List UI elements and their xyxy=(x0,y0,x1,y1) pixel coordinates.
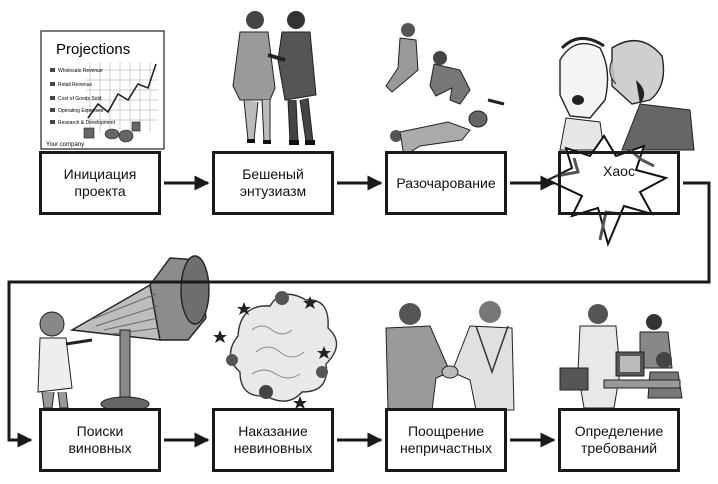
blame-search-illustration xyxy=(37,255,210,412)
step-label: Поощрение непричастных xyxy=(400,423,492,456)
document-title: Projections xyxy=(56,41,130,58)
step-box-project-initiation: Инициация проекта xyxy=(39,151,161,215)
office-workers-illustration xyxy=(559,304,683,409)
arrow-step4-to-step5 xyxy=(7,181,711,448)
step-label: Поиски виновных xyxy=(68,423,132,456)
step-box-define-requirements: Определение требований xyxy=(558,408,680,472)
disappointment-people-illustration xyxy=(385,23,505,157)
handshake-illustration xyxy=(385,301,515,411)
document-row-1: Wholesale Revenue xyxy=(58,68,103,74)
step-label: Инициация проекта xyxy=(63,166,137,199)
document-row-5: Research & Development xyxy=(58,120,116,126)
step-box-search-for-guilty: Поиски виновных xyxy=(39,408,161,472)
step-label: Наказание невиновных xyxy=(233,423,313,456)
projections-document-illustration: Projections Wholesale Revenue Retail Rev… xyxy=(40,30,165,150)
document-row-3: Cost of Goods Sold xyxy=(58,96,102,102)
step-box-reward-uninvolved: Поощрение непричастных xyxy=(385,408,507,472)
step-box-wild-enthusiasm: Бешеный энтузиазм xyxy=(212,151,334,215)
enthusiasm-men-illustration xyxy=(232,11,317,145)
step-label: Разочарование xyxy=(396,174,496,191)
step-label: Хаос xyxy=(603,162,635,179)
step-box-chaos: Хаос xyxy=(558,151,680,215)
step-label: Бешеный энтузиазм xyxy=(239,166,307,199)
document-footer: Your company xyxy=(46,142,84,148)
document-row-4: Operating Expenses xyxy=(58,108,104,114)
punishment-fight-illustration xyxy=(213,291,338,409)
document-row-2: Retail Revenue xyxy=(58,82,92,88)
step-label: Определение требований xyxy=(574,423,664,456)
step-box-punish-innocent: Наказание невиновных xyxy=(212,408,334,472)
step-box-disappointment: Разочарование xyxy=(385,151,507,215)
